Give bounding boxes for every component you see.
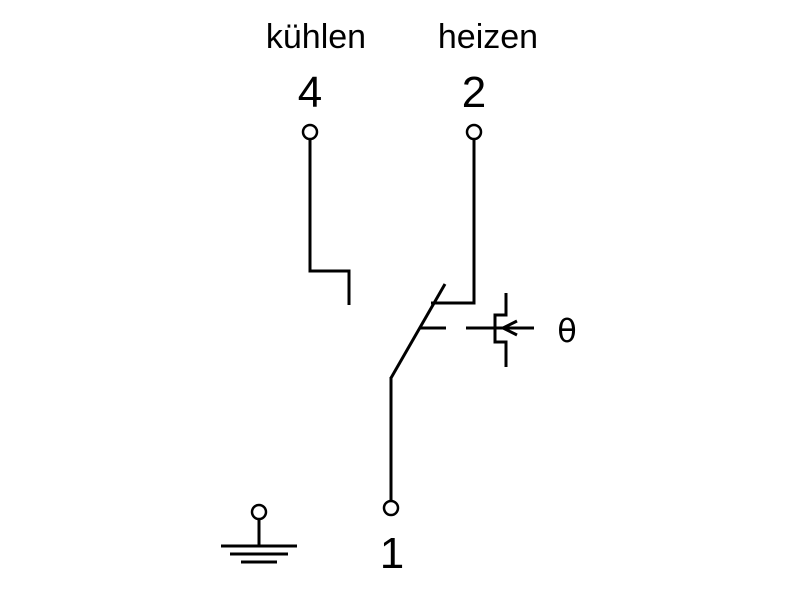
cooling-label: kühlen <box>266 18 366 56</box>
cooling-contact <box>301 123 351 305</box>
terminal-1 <box>382 499 400 517</box>
heating-label: heizen <box>438 18 538 56</box>
terminal-2 <box>465 123 483 141</box>
terminal-4-number: 4 <box>298 68 322 117</box>
changeover-switch-icon <box>382 283 447 517</box>
heating-contact <box>431 123 483 305</box>
actuator-arrow <box>499 319 518 337</box>
ground-terminal <box>250 503 268 521</box>
terminal-1-number: 1 <box>380 529 404 578</box>
thermal-actuator-icon <box>466 293 534 367</box>
temperature-symbol: θ <box>557 312 577 350</box>
ground-icon <box>221 503 297 564</box>
terminal-4 <box>301 123 319 141</box>
switch-blade <box>389 283 447 379</box>
actuator-bracket <box>493 293 508 367</box>
terminal-2-number: 2 <box>462 68 486 117</box>
